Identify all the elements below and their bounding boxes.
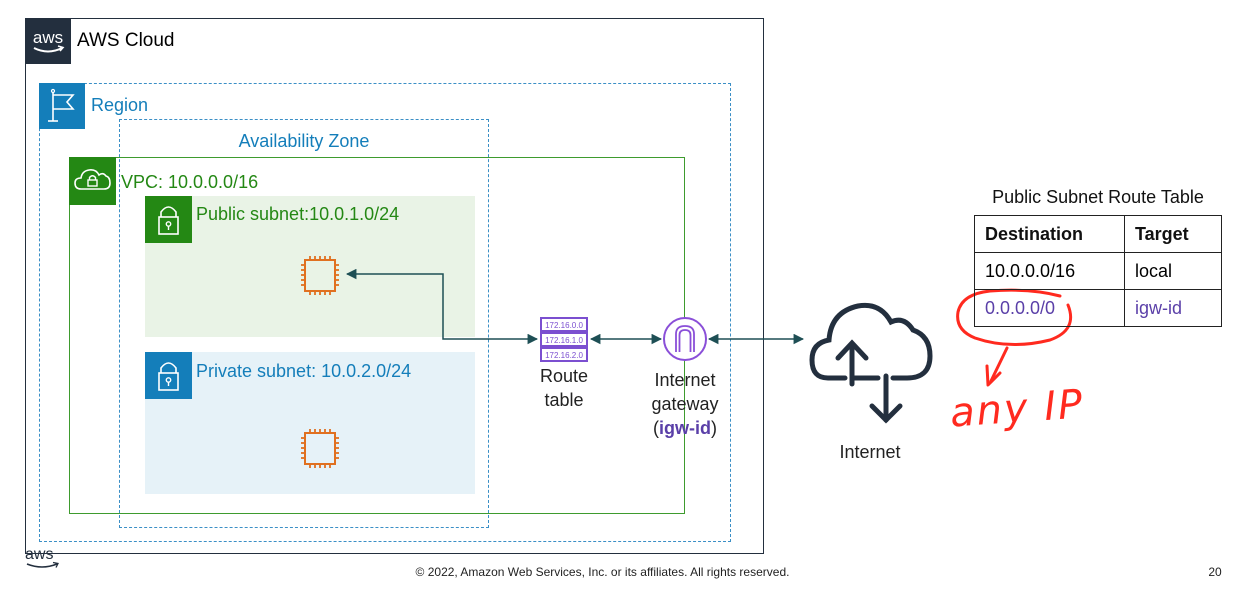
private-subnet-group <box>145 352 475 494</box>
private-subnet-label: Private subnet: 10.0.2.0/24 <box>196 361 412 381</box>
lock-icon <box>145 352 192 399</box>
igw-close-paren: ) <box>711 418 717 438</box>
igw-label-line3: (igw-id) <box>634 416 736 440</box>
footer-logo-text: aws <box>25 546 53 563</box>
route-table-entry: 172.16.0.0 <box>545 321 583 330</box>
cell-target: local <box>1124 252 1222 290</box>
copyright-text: © 2022, Amazon Web Services, Inc. or its… <box>415 565 790 579</box>
cloud-lock-icon <box>69 157 116 205</box>
red-annotation-arrow <box>985 346 1009 387</box>
column-header-destination: Destination <box>974 215 1125 253</box>
route-table-entry: 172.16.2.0 <box>545 351 583 360</box>
internet-gateway-icon <box>663 317 707 361</box>
cell-destination: 10.0.0.0/16 <box>974 252 1125 290</box>
aws-cloud-group <box>25 18 764 554</box>
footer-aws-logo: aws <box>24 543 66 578</box>
vpc-label: VPC: 10.0.0.0/16 <box>121 172 259 192</box>
route-table-title: Public Subnet Route Table <box>992 187 1204 207</box>
lock-icon <box>145 196 192 243</box>
cell-destination: 0.0.0.0/0 <box>974 289 1125 327</box>
public-subnet-route-table: Destination Target 10.0.0.0/16 local 0.0… <box>974 215 1222 327</box>
any-ip-annotation: any IP <box>948 381 1086 437</box>
connector-ec2-route-table <box>345 268 539 345</box>
region-group <box>39 83 731 542</box>
route-table-label-line1: Route <box>539 366 589 386</box>
ec2-instance-icon <box>301 429 339 468</box>
table-header-row: Destination Target <box>974 215 1222 253</box>
aws-logo-icon: aws <box>25 18 71 64</box>
column-header-target: Target <box>1124 215 1222 253</box>
public-subnet-label: Public subnet:10.0.1.0/24 <box>196 204 400 224</box>
internet-label: Internet <box>839 442 901 462</box>
igw-label-line2: gateway <box>651 394 719 414</box>
igw-label-line1: Internet <box>654 370 716 390</box>
igw-id: igw-id <box>659 418 711 438</box>
route-table-label-line2: table <box>544 390 584 410</box>
table-row: 0.0.0.0/0 igw-id <box>974 289 1222 327</box>
page-number: 20 <box>1208 565 1222 579</box>
svg-text:aws: aws <box>33 28 63 47</box>
cell-target: igw-id <box>1124 289 1222 327</box>
region-label: Region <box>91 95 149 115</box>
table-row: 10.0.0.0/16 local <box>974 252 1222 290</box>
route-table-label: Route table <box>524 364 604 412</box>
internet-gateway-label: Internet gateway (igw-id) <box>634 368 736 440</box>
ec2-instance-icon <box>301 256 339 295</box>
aws-cloud-label: AWS Cloud <box>77 30 175 51</box>
internet-cloud-icon <box>809 302 933 424</box>
flag-icon <box>39 83 85 129</box>
igw-open-paren: ( <box>653 418 659 438</box>
availability-zone-label: Availability Zone <box>238 131 370 151</box>
route-table-icon: 172.16.0.0 172.16.1.0 172.16.2.0 <box>540 317 588 362</box>
route-table-entry: 172.16.1.0 <box>545 336 583 345</box>
